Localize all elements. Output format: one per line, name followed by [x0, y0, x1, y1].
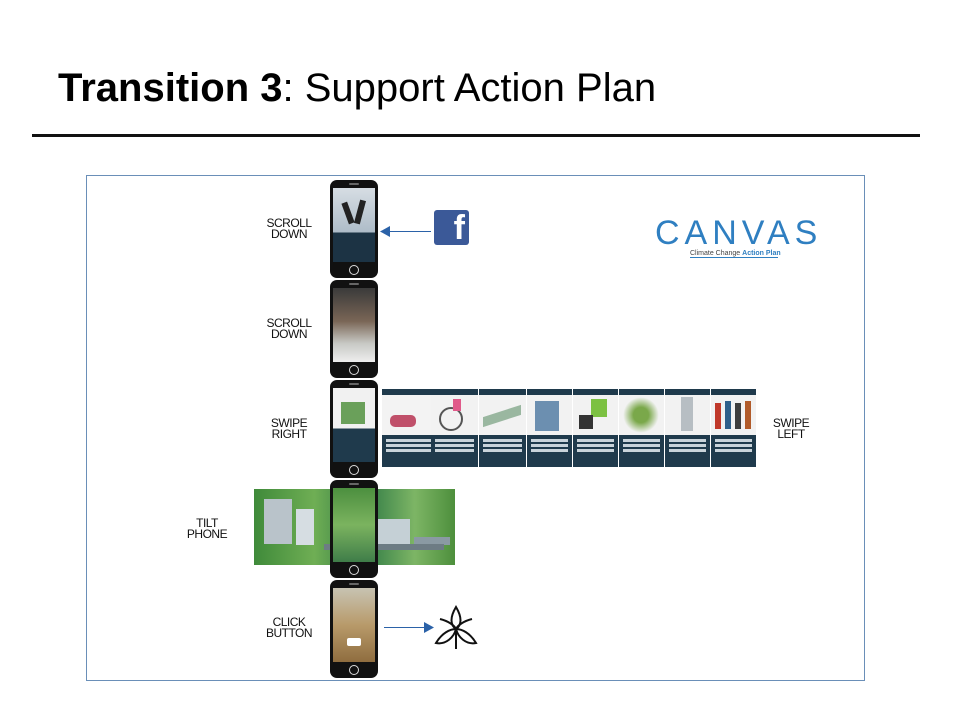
- trillium-icon: [434, 605, 478, 649]
- canvas-logo-word: CANVAS: [655, 214, 823, 252]
- swipe-card: [665, 389, 710, 467]
- gesture-line-2: DOWN: [271, 227, 308, 241]
- gesture-line-2: BUTTON: [265, 626, 313, 640]
- arrow-line-trillium: [384, 627, 428, 628]
- slide-title-rest: : Support Action Plan: [282, 66, 657, 110]
- slide-title-bold: Transition 3: [58, 66, 283, 110]
- slide-title: Transition 3: Support Action Plan: [58, 66, 656, 111]
- gesture-line-2: RIGHT: [271, 427, 307, 441]
- gesture-label-tilt-phone: TILT PHONE: [182, 516, 232, 541]
- gesture-label-swipe-right: SWIPE RIGHT: [262, 416, 316, 441]
- phone-mockup-5: [330, 580, 378, 678]
- gesture-label-swipe-left: SWIPE LEFT: [766, 416, 816, 441]
- swipe-card: [527, 389, 572, 467]
- phone-mockup-1: [330, 180, 378, 278]
- diagram-frame: [86, 175, 865, 681]
- gesture-label-click-button: CLICK BUTTON: [260, 615, 318, 640]
- gesture-line-2: DOWN: [271, 327, 308, 341]
- phone-mockup-4: [330, 480, 378, 578]
- swipe-card: [619, 389, 664, 467]
- gesture-line-1: CLICK: [272, 615, 306, 629]
- arrow-head-trillium: [424, 622, 434, 633]
- canvas-logo-subtitle: Climate Change Action Plan: [690, 250, 781, 258]
- title-divider: [32, 134, 920, 137]
- swipe-card: [573, 389, 618, 467]
- swipe-card: [479, 389, 526, 467]
- facebook-icon: f: [434, 209, 469, 247]
- phone-mockup-2: [330, 280, 378, 378]
- swipe-card: [431, 389, 478, 467]
- gesture-line-2: PHONE: [186, 527, 228, 541]
- gesture-line-1: SCROLL: [266, 216, 312, 230]
- gesture-label-scroll-down-1: SCROLL DOWN: [262, 216, 316, 241]
- swipe-card: [711, 389, 756, 467]
- gesture-line-1: SCROLL: [266, 316, 312, 330]
- arrow-head-facebook: [380, 226, 390, 237]
- arrow-line-facebook: [386, 231, 431, 232]
- canvas-subtitle-plain: Climate Change: [690, 250, 743, 257]
- gesture-line-1: SWIPE: [270, 416, 308, 430]
- canvas-logo: CANVAS Climate Change Action Plan: [655, 214, 823, 258]
- phone-mockup-3: [330, 380, 378, 478]
- gesture-line-2: LEFT: [777, 427, 805, 441]
- gesture-label-scroll-down-2: SCROLL DOWN: [262, 316, 316, 341]
- gesture-line-1: TILT: [196, 516, 218, 530]
- gesture-line-1: SWIPE: [772, 416, 810, 430]
- canvas-subtitle-bold: Action Plan: [742, 250, 781, 257]
